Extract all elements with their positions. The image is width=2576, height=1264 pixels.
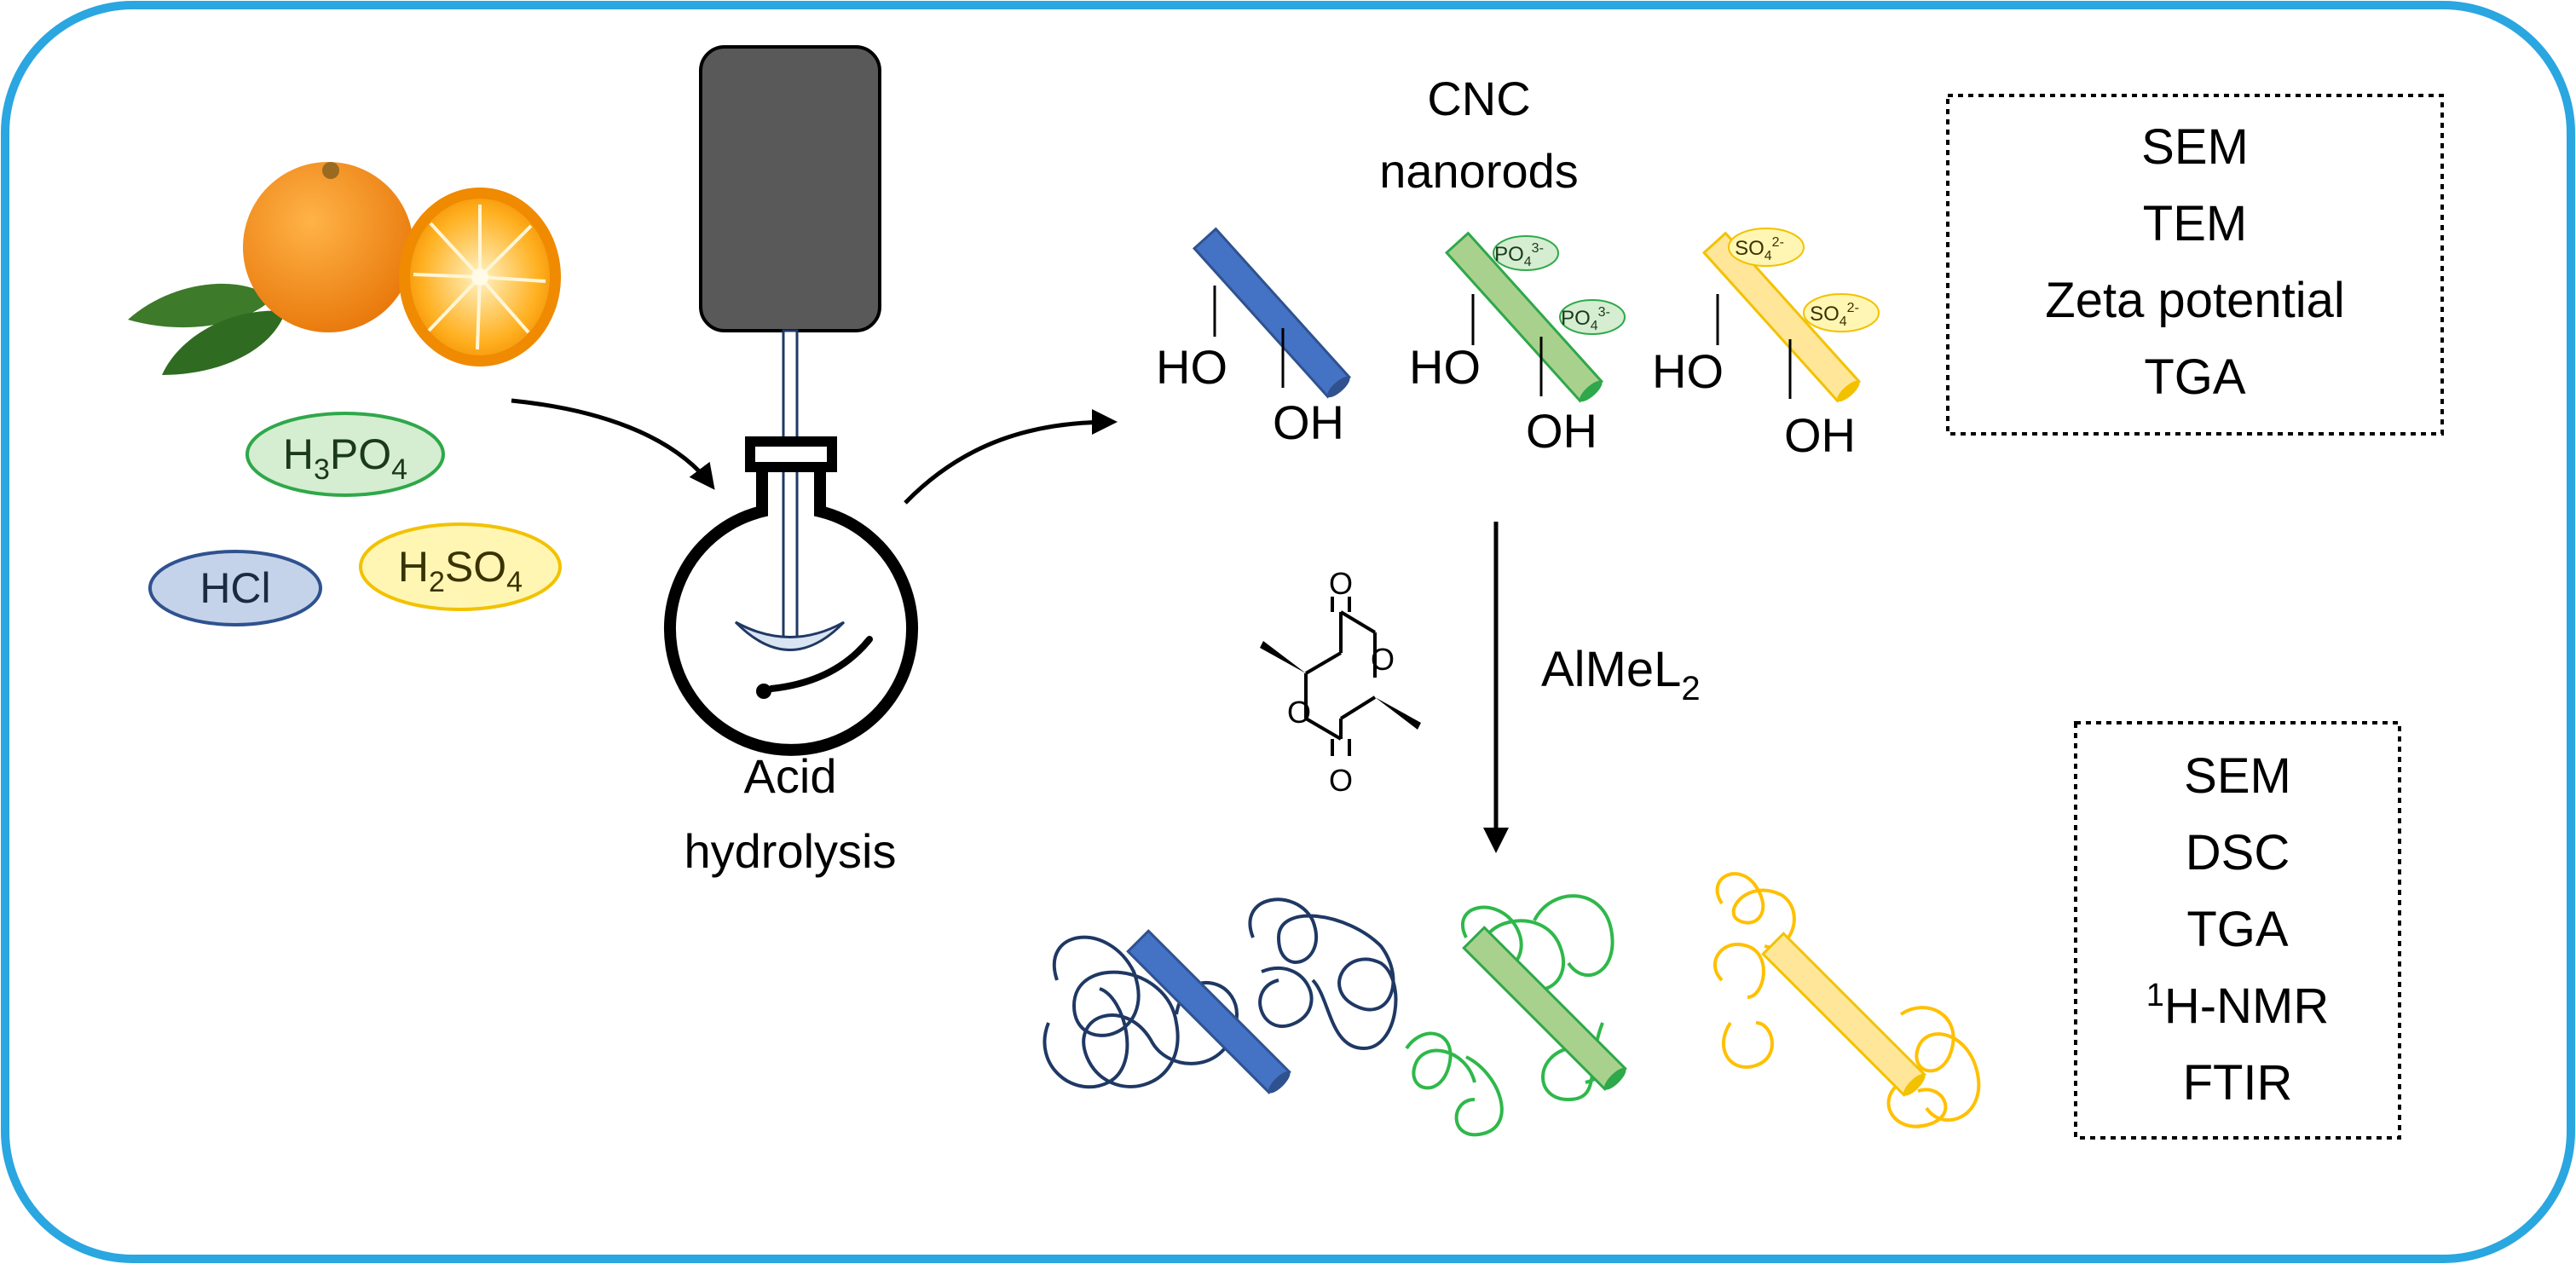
svg-text:PO43-: PO43-: [1494, 241, 1544, 269]
process-label-line2: hydrolysis: [684, 824, 897, 878]
lactide-structure: [1304, 597, 1377, 756]
catalyst-sub: 2: [1681, 670, 1700, 707]
svg-text:H3PO4: H3PO4: [283, 430, 407, 486]
rod2-ho-label: HO: [1409, 340, 1481, 394]
svg-text:AlMeL2: AlMeL2: [1541, 642, 1701, 707]
svg-text:SO42-: SO42-: [1810, 301, 1859, 329]
sulfate-tag-2: SO42-: [1803, 293, 1880, 332]
lactide-oxygen: O: [1329, 566, 1353, 601]
char-top-item: TGA: [2144, 349, 2246, 405]
char-bottom-item: SEM: [2184, 748, 2291, 804]
stirrer-motor: [699, 45, 881, 332]
nanorods-title-line1: CNC: [1427, 72, 1530, 125]
leaf-icon: [162, 310, 286, 375]
grafted-rod-h2so4: [1713, 872, 1981, 1128]
sulfate-tag-1: SO42-: [1728, 228, 1805, 267]
h2so4-main2: SO: [445, 543, 506, 591]
nmr-superscript: 1: [2146, 978, 2164, 1013]
process-label-line1: Acid: [744, 749, 837, 803]
reactor-flask-icon: [664, 45, 918, 756]
cnc-rod-h2so4: HO OH SO42- SO42-: [1652, 228, 1880, 462]
h2so4-main1: H: [398, 543, 429, 591]
lactide-oxygen: O: [1329, 763, 1353, 798]
stirrer-shaft: [782, 329, 799, 639]
char-bottom-item: DSC: [2186, 825, 2290, 880]
char-top-item: Zeta potential: [2045, 273, 2344, 328]
rod2-oh-label: OH: [1526, 404, 1597, 458]
h3po4-sub2: 4: [391, 453, 407, 486]
phosphate-tag-1: PO43-: [1493, 235, 1559, 271]
catalyst-main: AlMeL: [1541, 642, 1681, 697]
lactide-oxygen: O: [1287, 695, 1311, 730]
char-bottom-item: TGA: [2186, 902, 2289, 957]
h3po4-badge: H3PO4: [245, 412, 445, 497]
rod1-ho-label: HO: [1156, 340, 1227, 394]
grafted-rod-hcl: [1043, 897, 1398, 1094]
svg-text:1H-NMR: 1H-NMR: [2146, 978, 2329, 1034]
phosphate-tag-2: PO43-: [1559, 299, 1626, 335]
svg-text:SO42-: SO42-: [1735, 235, 1784, 263]
cnc-rod-hcl: HO OH: [1156, 227, 1352, 449]
characterization-box-top: SEM TEM Zeta potential TGA: [1946, 94, 2444, 436]
rod3-oh-label: OH: [1784, 408, 1856, 462]
char-top-item: SEM: [2141, 119, 2249, 175]
svg-text:H2SO4: H2SO4: [398, 543, 523, 598]
h2so4-badge: H2SO4: [359, 522, 562, 611]
grafted-rod-h3po4: [1405, 894, 1627, 1137]
lactide-oxygen: O: [1371, 642, 1395, 677]
hcl-label: HCl: [199, 564, 270, 612]
char-top-item: TEM: [2143, 196, 2247, 251]
nanorods-title-line2: nanorods: [1379, 144, 1579, 198]
characterization-box-bottom: SEM DSC TGA 1H-NMR FTIR: [2074, 721, 2401, 1140]
svg-text:PO43-: PO43-: [1561, 305, 1610, 333]
ftir-label: FTIR: [2183, 1055, 2293, 1111]
arrow-from-flask: [904, 409, 1118, 505]
cnc-rod-h3po4: HO OH PO43- PO43-: [1409, 231, 1626, 458]
rod3-ho-label: HO: [1652, 344, 1724, 398]
stirrer-blade: [734, 620, 846, 651]
h3po4-sub1: 3: [314, 453, 330, 486]
h3po4-main2: PO: [330, 430, 391, 478]
nmr-label: H-NMR: [2164, 978, 2329, 1034]
hcl-badge: HCl: [148, 550, 322, 626]
lactide-wedge-1: [1260, 641, 1306, 673]
h2so4-sub2: 4: [506, 566, 523, 598]
h3po4-main1: H: [283, 430, 314, 478]
rod1-oh-label: OH: [1273, 395, 1344, 449]
orange-fruit-image: [128, 162, 561, 375]
lactide-wedge-2: [1375, 697, 1421, 730]
arrow-to-flask: [511, 398, 715, 490]
h2so4-sub1: 2: [429, 566, 445, 598]
